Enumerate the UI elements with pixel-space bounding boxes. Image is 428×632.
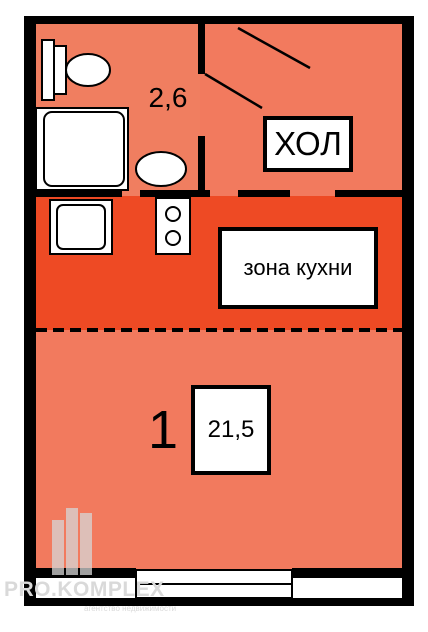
hall-label-box (263, 116, 353, 172)
room-number: 1 (147, 400, 179, 460)
watermark-tagline: агентство недвижимости (84, 604, 177, 613)
toilet-icon (41, 39, 111, 101)
stove-icon (155, 197, 191, 255)
kitchen-sink-icon (49, 199, 113, 255)
window (135, 569, 293, 599)
kitchen-label-box (218, 227, 378, 309)
watermark-brand: PRO.KOMPLEX (4, 578, 165, 601)
bathroom-walls (34, 22, 210, 197)
hall-walls (238, 190, 404, 197)
kitchen-zone-label: зона кухни (243, 255, 353, 280)
sink-icon (135, 151, 187, 187)
watermark-logo-icon (52, 508, 92, 575)
area-label-box (191, 385, 271, 475)
room-area-label: 21,5 (207, 416, 255, 443)
hall-label: ХОЛ (274, 125, 342, 162)
bathroom-area-label: 2,6 (148, 82, 188, 113)
outer-walls (24, 16, 414, 606)
bathtub-icon (35, 107, 129, 191)
door-swings (204, 26, 311, 110)
